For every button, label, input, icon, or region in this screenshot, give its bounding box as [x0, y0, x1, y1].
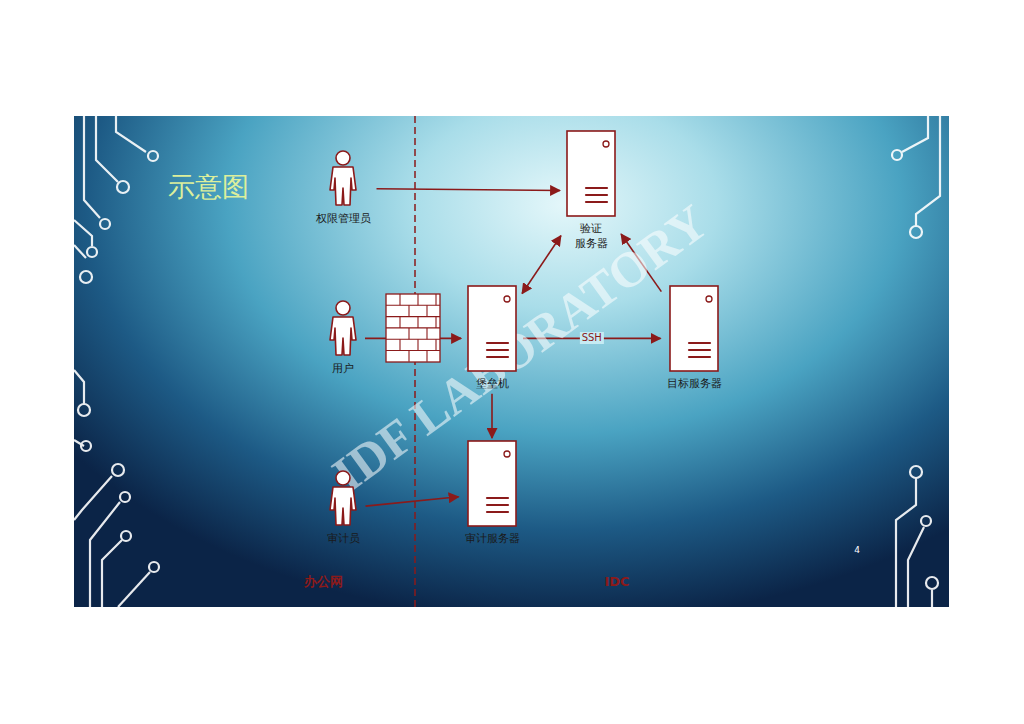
person-icon	[327, 150, 359, 207]
server-node: 堡垒机	[463, 285, 521, 392]
slide-title: 示意图	[168, 169, 249, 205]
person-icon	[327, 300, 359, 357]
server-node: 目标服务器	[663, 285, 726, 392]
server-icon	[467, 440, 517, 527]
server-icon	[669, 285, 719, 372]
server-icon	[566, 130, 616, 217]
server-node: 验证 服务器	[562, 130, 620, 252]
edge-label: SSH	[580, 332, 604, 344]
person-node: 用户	[323, 300, 363, 377]
zone-label: IDC	[604, 574, 629, 589]
node-label: 审计服务器	[465, 532, 520, 547]
arrow-connector	[377, 189, 561, 191]
node-label: 用户	[332, 362, 354, 377]
person-node: 审计员	[323, 470, 364, 547]
node-label: 审计员	[327, 532, 360, 547]
server-node: 审计服务器	[461, 440, 524, 547]
node-label: 目标服务器	[667, 377, 722, 392]
node-label: 验证 服务器	[574, 222, 608, 252]
server-icon	[467, 285, 517, 372]
person-icon	[327, 470, 359, 527]
page-number: 4	[854, 545, 860, 555]
zone-label: 办公网	[304, 573, 343, 591]
arrow-connector	[365, 497, 458, 506]
node-label: 堡垒机	[476, 377, 509, 392]
node-label: 权限管理员	[316, 212, 371, 227]
arrow-connector	[522, 236, 561, 294]
person-node: 权限管理员	[312, 150, 375, 227]
